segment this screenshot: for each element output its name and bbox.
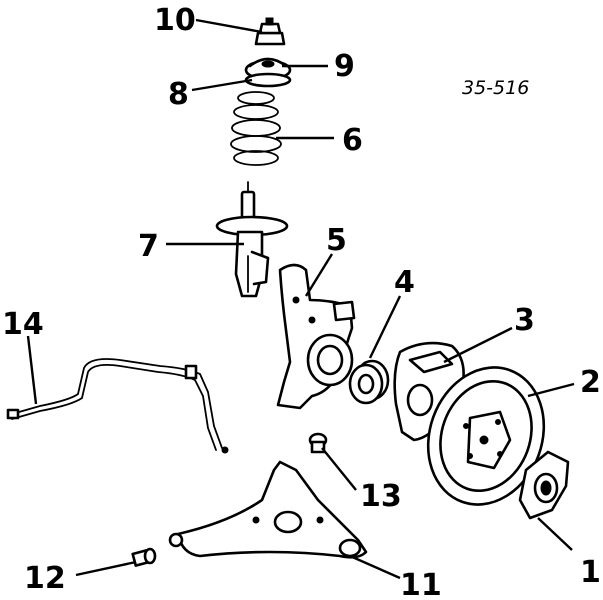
part-10-top-nut	[254, 17, 286, 46]
callout-8: 8	[168, 77, 189, 112]
part-number-label: 35-516	[462, 77, 529, 99]
callout-14: 14	[2, 307, 44, 342]
part-14-stabilizer-bar	[6, 358, 229, 454]
callout-3: 3	[514, 303, 535, 338]
callout-7: 7	[138, 229, 159, 264]
part-4-wheel-bearing	[348, 359, 390, 405]
part-1-wheel-hub	[518, 450, 570, 520]
callout-11: 11	[400, 568, 442, 600]
callout-12: 12	[24, 561, 66, 596]
callout-labels: 10 9 8 6 7 5 4 3 14 2 13 1 12 11	[2, 3, 601, 600]
part-6-coil-spring	[230, 91, 282, 166]
part-11-lower-arm	[168, 460, 368, 559]
part-3-backing-plate	[393, 341, 465, 442]
callout-13: 13	[360, 479, 402, 514]
callout-1: 1	[580, 555, 601, 590]
callout-5: 5	[326, 223, 347, 258]
part-7-strut	[215, 181, 289, 298]
callout-6: 6	[342, 123, 363, 158]
leader-lines	[26, 18, 575, 580]
callout-4: 4	[394, 265, 415, 300]
part-8-bearing-seat	[244, 72, 292, 88]
callout-2: 2	[580, 365, 601, 400]
part-5-knuckle	[276, 263, 356, 410]
part-2-brake-disc	[426, 366, 546, 506]
callout-10: 10	[154, 3, 196, 38]
part-13-bolt	[308, 432, 328, 454]
part-12-bolt	[131, 547, 157, 567]
callout-9: 9	[334, 49, 355, 84]
